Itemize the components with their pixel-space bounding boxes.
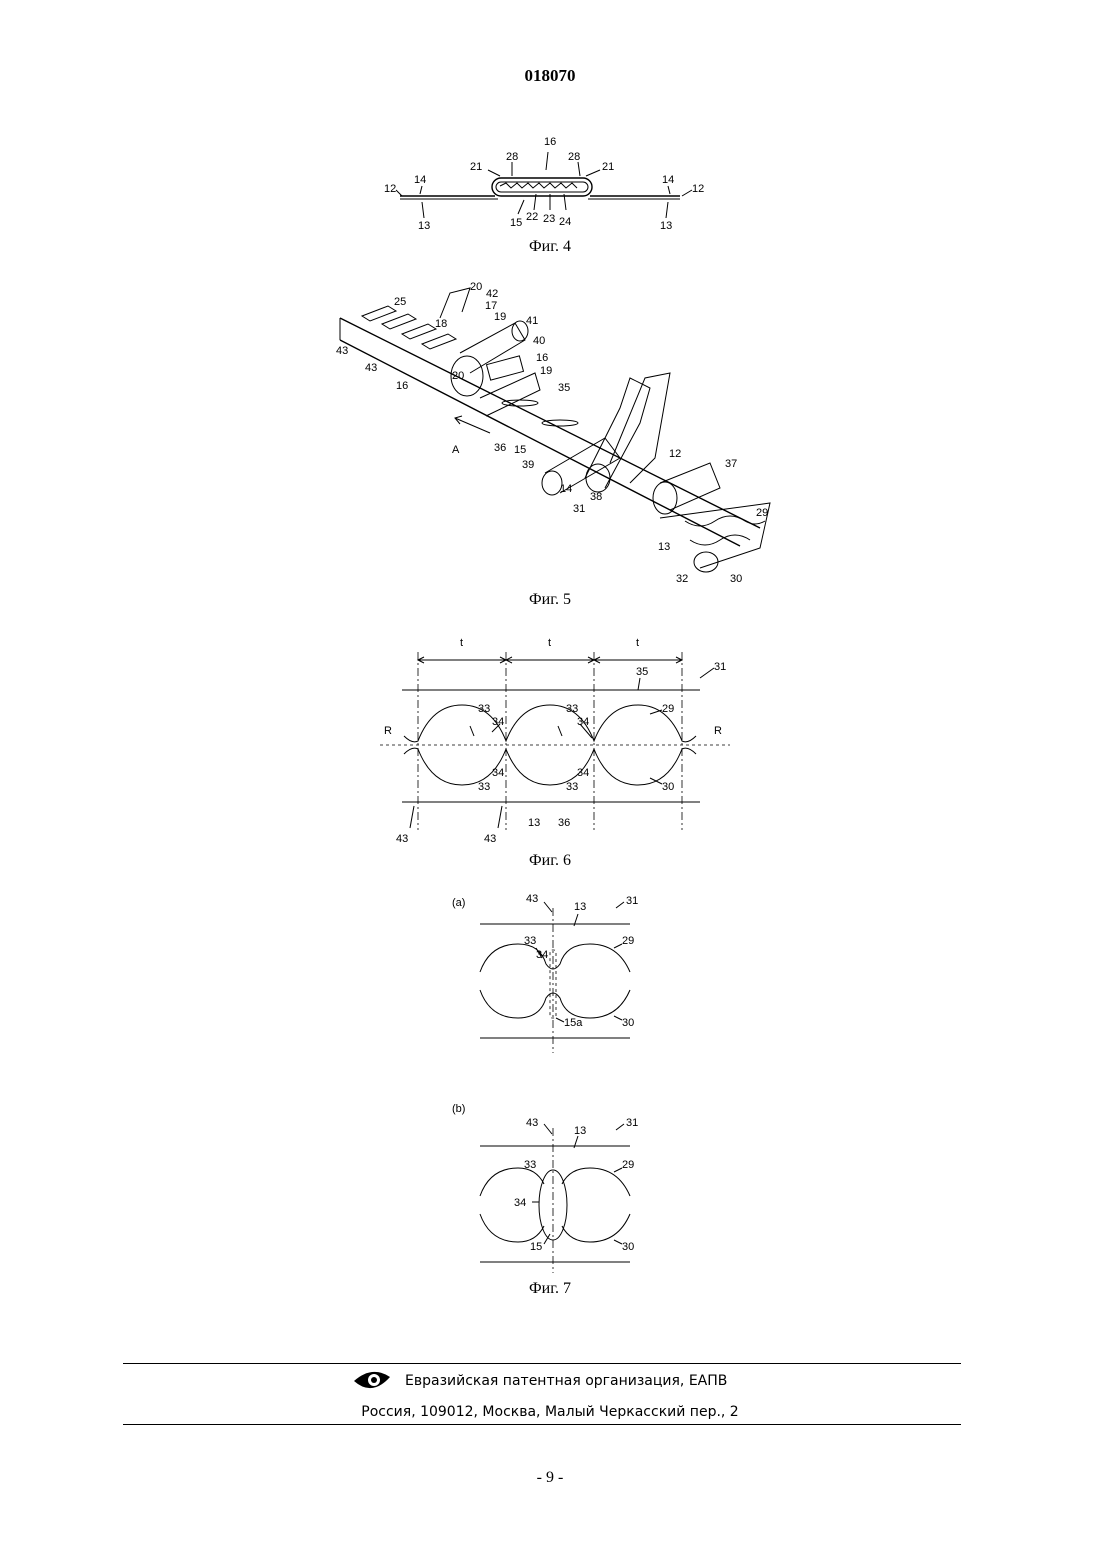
label: 23 [543,213,555,225]
label: 31 [626,1117,638,1129]
label: 34 [536,949,548,961]
footer-address: Россия, 109012, Москва, Малый Черкасский… [0,1404,1100,1420]
label: 13 [528,817,540,829]
label: 30 [730,573,742,585]
label: 15 [530,1241,542,1253]
label: 32 [676,573,688,585]
label: 33 [566,703,578,715]
label: 36 [558,817,570,829]
label: 20 [452,370,464,382]
figure-6-caption: Фиг. 6 [450,852,650,870]
label: 24 [559,216,571,228]
footer-divider-bottom [123,1424,961,1425]
label: 21 [602,161,614,173]
label: 12 [669,448,681,460]
document-number: 018070 [0,66,1100,86]
part-tag: (a) [452,897,465,909]
figure-7b-drawing: (b) 43 13 31 33 29 34 15 30 [440,1098,660,1278]
figure-5-caption: Фиг. 5 [450,591,650,609]
figure-5-drawing: 20 42 17 25 18 19 41 43 40 43 16 20 16 1… [330,278,790,588]
label: 43 [336,345,348,357]
label: 19 [540,365,552,377]
label: 29 [662,703,674,715]
label: 43 [526,893,538,905]
label: 40 [533,335,545,347]
label: 13 [660,220,672,232]
label: 12 [384,183,396,195]
label: 35 [558,382,570,394]
label: t [636,637,639,649]
label: 31 [714,661,726,673]
label: 30 [622,1017,634,1029]
label: 43 [484,833,496,845]
label: 28 [506,151,518,163]
label: 16 [536,352,548,364]
label: 15 [510,217,522,229]
label: 29 [622,935,634,947]
label: 34 [492,716,504,728]
label: 43 [365,362,377,374]
label: 33 [524,935,536,947]
label: 29 [756,507,768,519]
label: 13 [574,901,586,913]
footer-organization: Евразийская патентная организация, ЕАПВ [405,1373,727,1389]
label: 18 [435,318,447,330]
label: 21 [470,161,482,173]
label: 39 [522,459,534,471]
label: 30 [662,781,674,793]
label: 34 [514,1197,526,1209]
label: 20 [470,281,482,293]
label: t [460,637,463,649]
label: 16 [544,136,556,148]
label: 34 [577,716,589,728]
label: 14 [414,174,426,186]
label: 43 [396,833,408,845]
label: 22 [526,211,538,223]
figure-6-drawing: t t t 35 31 33 34 33 34 29 R R 34 33 34 … [370,630,740,850]
label: 36 [494,442,506,454]
page-number: - 9 - [0,1469,1100,1487]
label: 34 [577,767,589,779]
label: 13 [418,220,430,232]
label: 15a [564,1017,583,1029]
label: t [548,637,551,649]
label: 31 [626,895,638,907]
label: 42 [486,288,498,300]
label: 33 [566,781,578,793]
label: 33 [524,1159,536,1171]
label: 25 [394,296,406,308]
label: 29 [622,1159,634,1171]
figure-4-caption: Фиг. 4 [450,238,650,256]
label: 33 [478,781,490,793]
figure-4-drawing: 16 28 28 21 21 14 14 12 12 13 13 15 22 2… [370,130,730,240]
label: 38 [590,491,602,503]
label: 15 [514,444,526,456]
label: 28 [568,151,580,163]
label: 33 [478,703,490,715]
label: 30 [622,1241,634,1253]
footer-divider-top [123,1363,961,1364]
part-tag: (b) [452,1103,465,1115]
label: 19 [494,311,506,323]
label: 37 [725,458,737,470]
label: R [714,725,722,737]
label: 43 [526,1117,538,1129]
label: 31 [573,503,585,515]
label: 41 [526,315,538,327]
eapo-eye-logo-icon [352,1369,392,1393]
label: 13 [658,541,670,553]
label: A [452,444,460,456]
figure-7a-drawing: (a) 43 13 31 33 29 34 15a 30 [440,888,660,1058]
label: 12 [692,183,704,195]
figure-7-caption: Фиг. 7 [450,1280,650,1298]
label: 13 [574,1125,586,1137]
label: 14 [560,483,572,495]
label: 35 [636,666,648,678]
label: 16 [396,380,408,392]
label: R [384,725,392,737]
label: 14 [662,174,674,186]
label: 34 [492,767,504,779]
